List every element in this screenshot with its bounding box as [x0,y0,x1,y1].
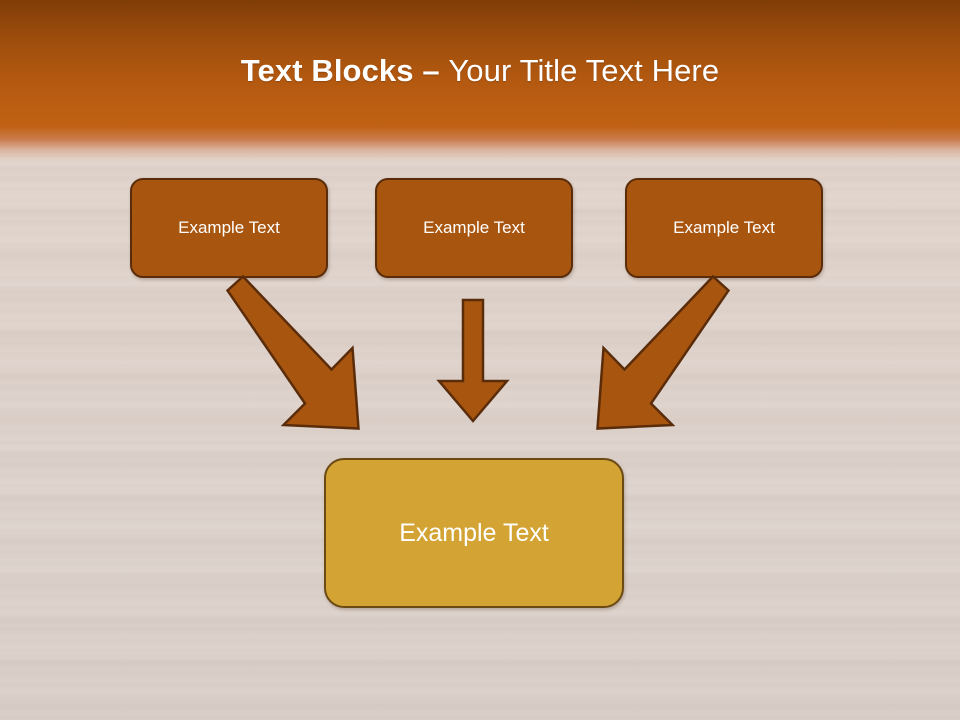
text-block-2[interactable]: Example Text [375,178,573,278]
result-text-block-label: Example Text [399,518,549,547]
title-banner [0,0,960,170]
arrow-center-down-icon [436,298,510,423]
text-block-1-label: Example Text [178,218,280,237]
text-block-3-label: Example Text [673,218,775,237]
text-block-1[interactable]: Example Text [130,178,328,278]
arrow-left-diagonal-icon [225,274,360,430]
result-text-block[interactable]: Example Text [324,458,624,608]
text-block-3[interactable]: Example Text [625,178,823,278]
page-title: Text Blocks – Your Title Text Here [0,52,960,90]
page-title-bold: Text Blocks – [240,53,449,88]
text-block-2-label: Example Text [423,218,525,237]
page-title-light: Your Title Text Here [448,53,720,88]
arrow-right-diagonal-icon [596,274,731,430]
